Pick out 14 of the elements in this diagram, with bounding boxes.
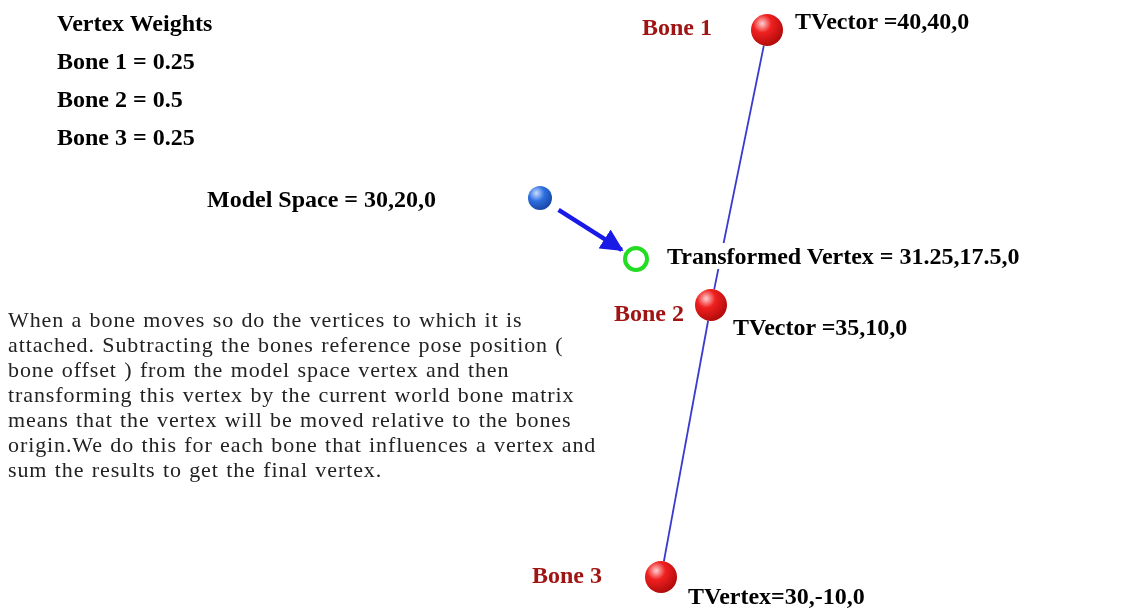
bone-sphere — [645, 561, 677, 593]
coordinate-label: Transformed Vertex = 31.25,17.5,0 — [667, 243, 1020, 270]
bone-line — [713, 44, 765, 291]
weight-label: Bone 3 = 0.25 — [57, 124, 195, 151]
weight-label: Bone 2 = 0.5 — [57, 86, 183, 113]
weight-label: Bone 1 = 0.25 — [57, 48, 195, 75]
model-space-point — [528, 186, 552, 210]
bone-sphere — [751, 14, 783, 46]
bone-line — [663, 319, 709, 563]
heading: Vertex Weights — [57, 10, 213, 37]
bone-sphere — [695, 289, 727, 321]
transformed-vertex-ring — [623, 246, 649, 272]
description-paragraph: When a bone moves so do the vertices to which it is attached. Subtracting the bones reference pose position ( bone offset ) from the model space vertex and then transforming this vertex by the current world bone matrix means that the vertex will be moved relative to the bones origin.We do this for each bone that influences a vertex and sum the results to get the final vertex. — [8, 307, 598, 482]
arrow — [557, 207, 624, 252]
